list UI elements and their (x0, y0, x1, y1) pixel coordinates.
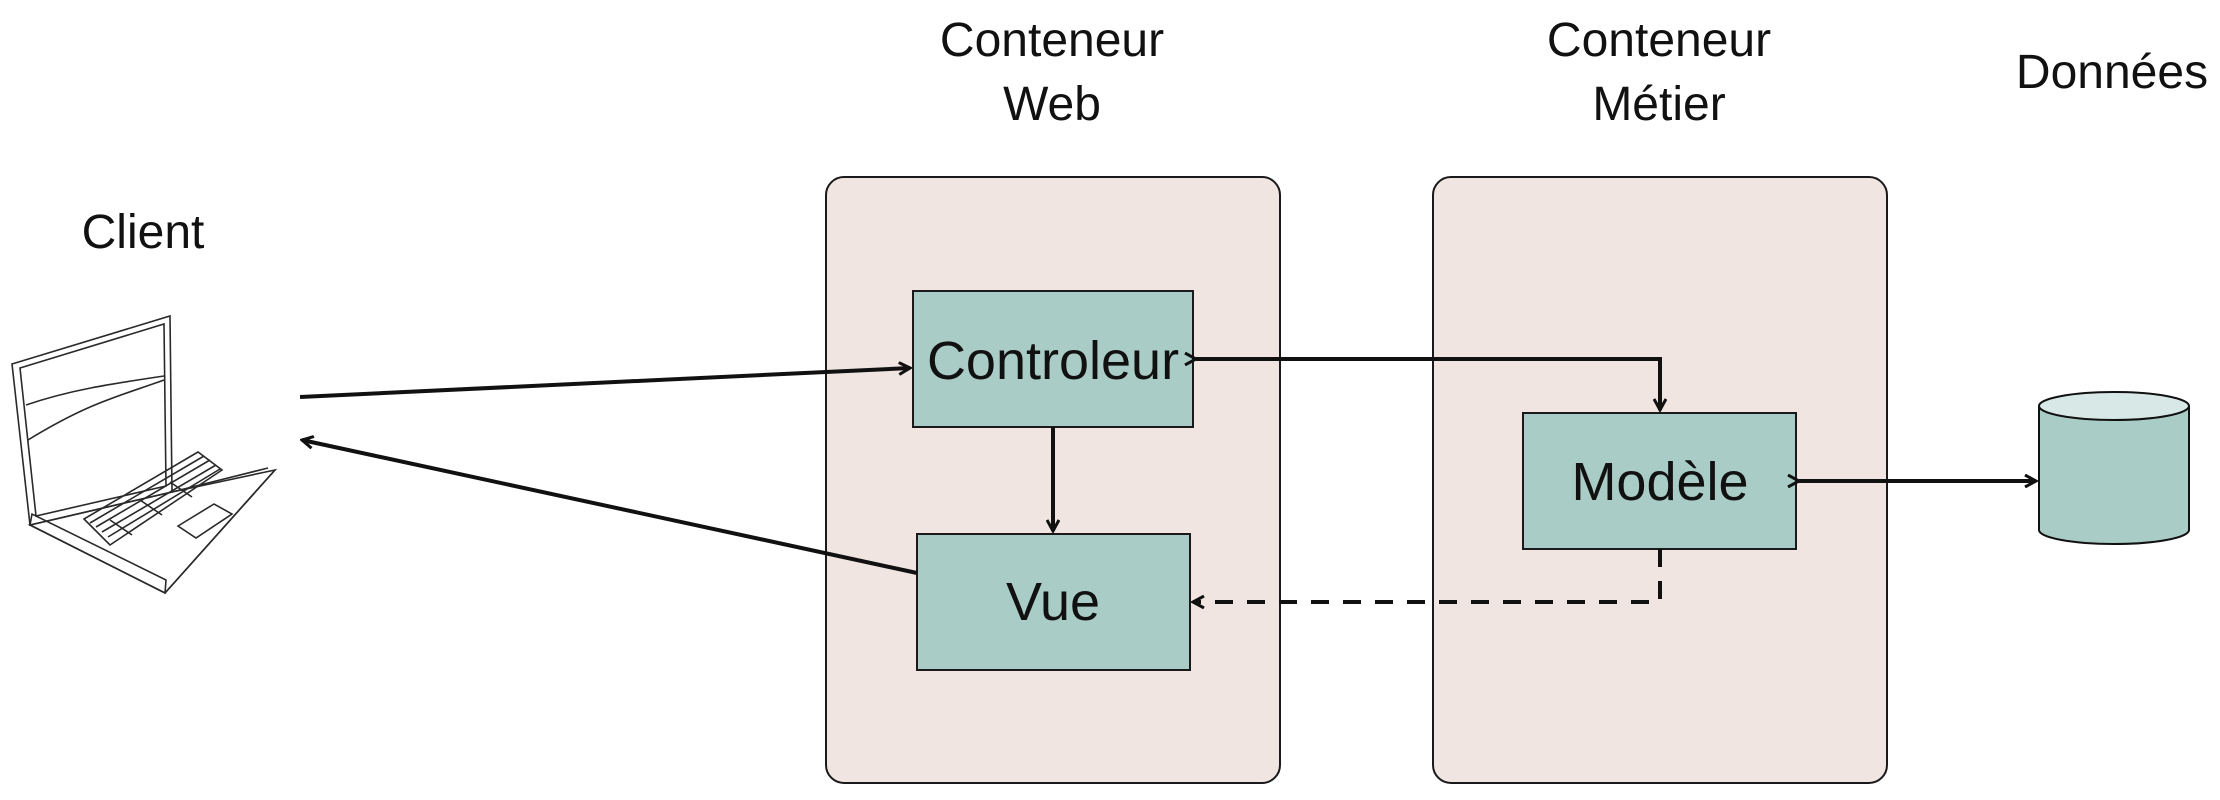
controleur-modele-arrow (1196, 359, 1660, 410)
data-label: Données (2016, 46, 2208, 99)
vue-box: Vue (916, 533, 1191, 671)
modele-box: Modèle (1522, 412, 1797, 550)
controleur-label: Controleur (927, 331, 1179, 391)
business-container-label-line2: Métier (1592, 78, 1725, 131)
business-container-label-line1: Conteneur (1547, 14, 1771, 67)
modele-label: Modèle (1571, 452, 1748, 512)
web-container-label-line1: Conteneur (940, 14, 1164, 67)
vue-to-client-arrow (302, 440, 918, 575)
client-to-controleur-arrow (299, 368, 910, 399)
database-cylinder-icon (2038, 391, 2190, 545)
laptop-icon (11, 314, 278, 595)
controleur-box: Controleur (912, 290, 1194, 428)
client-label: Client (82, 206, 205, 259)
vue-label: Vue (1006, 572, 1100, 632)
modele-to-vue-dashed-arrow (1193, 549, 1662, 602)
web-container-label-line2: Web (1003, 78, 1101, 131)
